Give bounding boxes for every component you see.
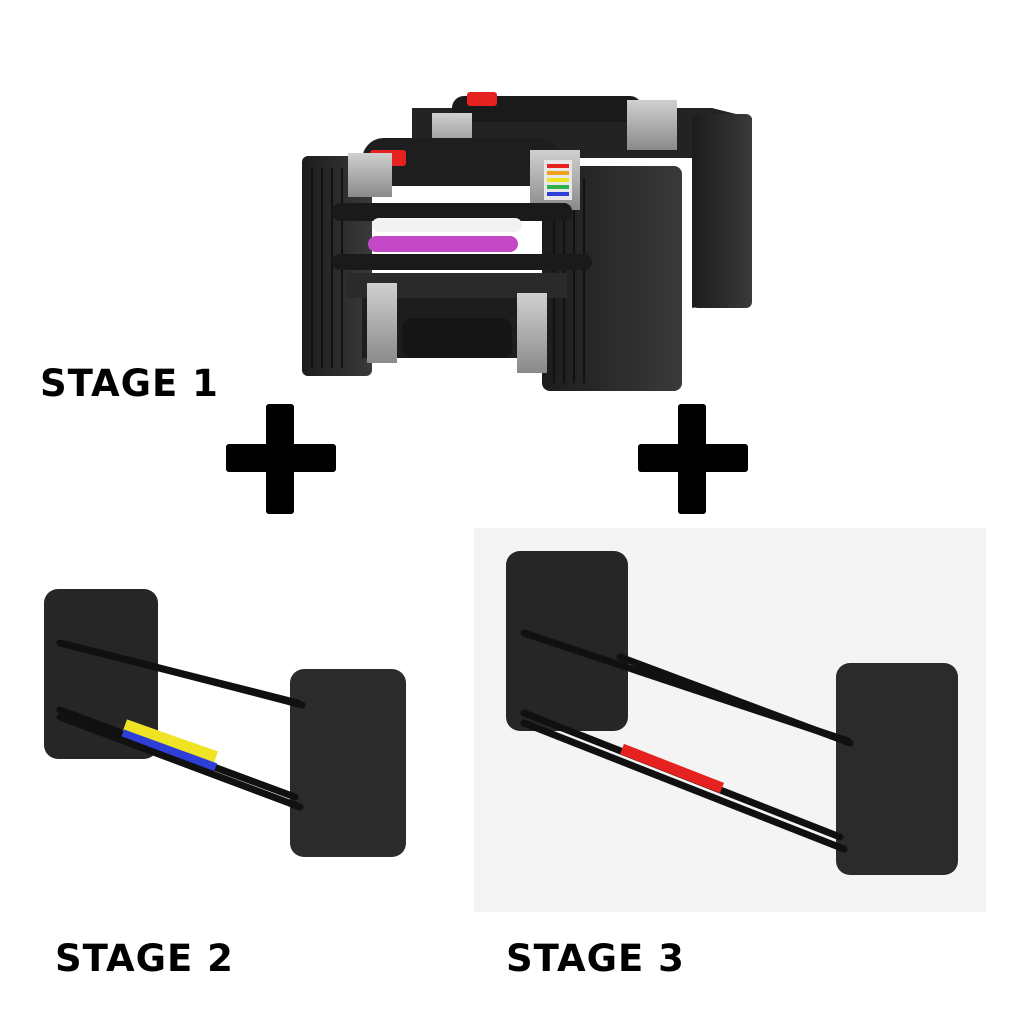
stage2-label: STAGE 2	[55, 937, 234, 980]
front-dumbbell	[302, 138, 682, 391]
stage2-expansion-kit-image	[44, 589, 406, 857]
stage1-dumbbell-image	[302, 92, 752, 391]
stage3-expansion-kit-image	[506, 551, 958, 875]
stage3-label: STAGE 3	[506, 937, 685, 980]
stage1-label: STAGE 1	[40, 362, 219, 405]
plus-icon	[226, 404, 336, 514]
plus-icon	[638, 404, 748, 514]
